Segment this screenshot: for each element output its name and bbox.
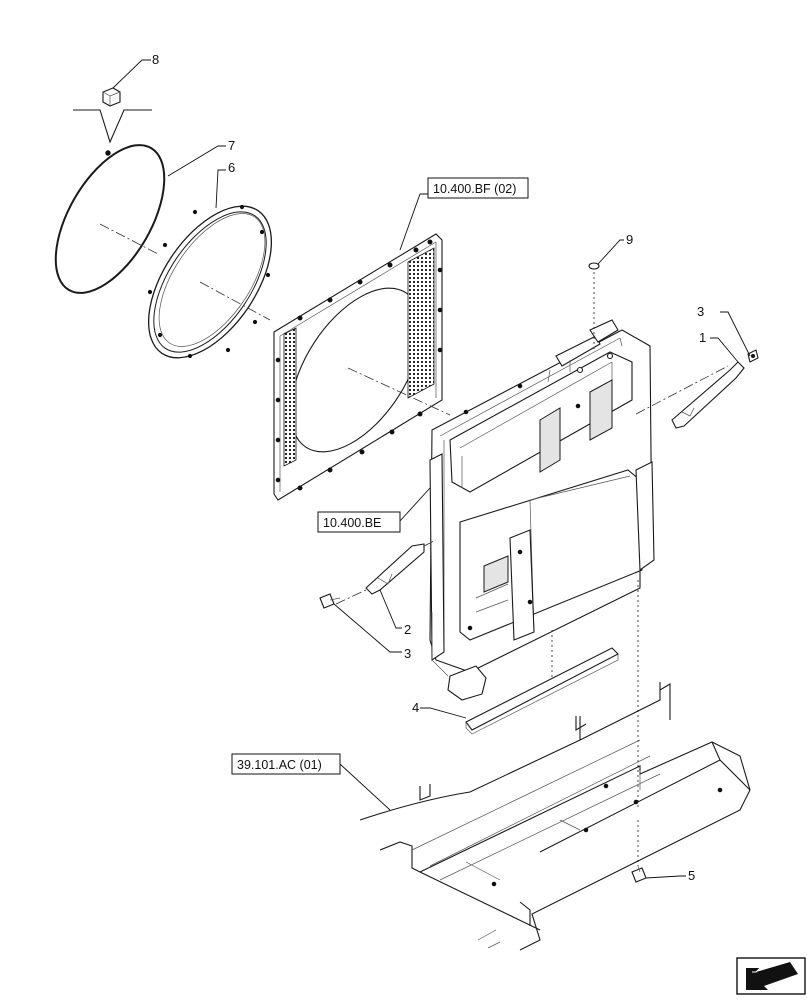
fan-shroud-panel [273,233,443,501]
callout-2: 2 [404,622,411,637]
ref-box-shroud[interactable]: 10.400.BF (02) [427,177,529,199]
part-9-o-ring [588,262,600,270]
callout-6: 6 [228,160,235,175]
ref-label-frame: 39.101.AC (01) [237,758,322,772]
part-8-clip [73,87,152,144]
ref-box-radiator[interactable]: 10.400.BE [317,511,401,533]
part-3-bolt-left [319,593,341,609]
callout-7: 7 [228,138,235,153]
ref-label-radiator: 10.400.BE [323,516,381,530]
part-3-bolt-right [747,349,759,363]
part-2-bracket [335,539,437,605]
callout-3-right: 3 [697,304,704,319]
ref-label-shroud: 10.400.BF (02) [433,182,516,196]
ref-box-frame[interactable]: 39.101.AC (01) [231,753,341,775]
part-4-seal-strip [465,647,619,735]
base-frame [359,682,751,951]
callout-9: 9 [626,232,633,247]
callout-1: 1 [699,330,706,345]
next-page-arrow-icon[interactable] [736,957,806,995]
callout-5: 5 [688,868,695,883]
callout-4: 4 [412,700,419,715]
part-7-ring [54,144,166,294]
radiator-assembly [429,319,655,701]
callout-8: 8 [152,52,159,67]
part-5-bolt [631,865,647,883]
part-6-shroud-ring [147,204,273,359]
part-1-bracket [635,361,745,429]
callout-3-left: 3 [404,646,411,661]
